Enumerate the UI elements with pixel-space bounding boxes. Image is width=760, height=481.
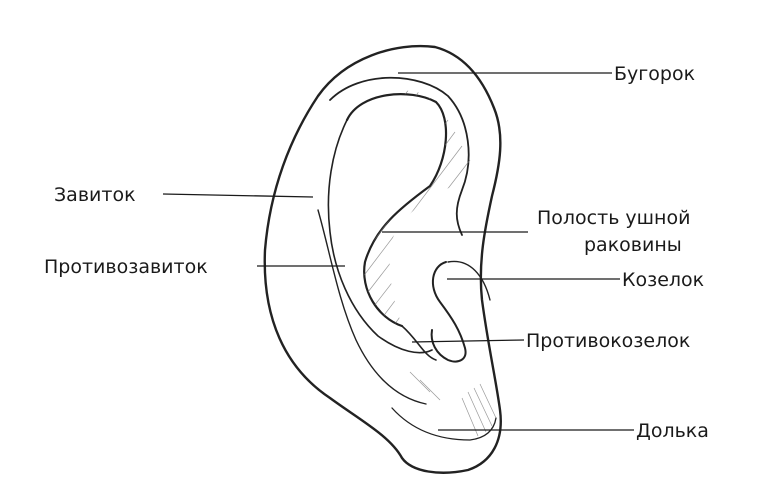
lobule-hatching: [410, 372, 496, 436]
label-concha-line2: раковины: [584, 234, 682, 256]
leader-helix: [163, 194, 313, 197]
label-antihelix: Противозавиток: [44, 256, 208, 278]
concha-hatching: [335, 88, 480, 328]
label-tragus: Козелок: [622, 269, 704, 291]
lobule-inner-outline: [392, 408, 496, 440]
concha-inner-outline: [328, 120, 432, 353]
label-helix: Завиток: [54, 184, 136, 206]
leader-antitragus: [412, 340, 524, 342]
concha-outline: [347, 94, 446, 326]
label-concha-line1: Полость ушной: [537, 207, 690, 229]
label-lobule: Долька: [636, 420, 709, 442]
tragus-edge: [448, 261, 490, 300]
tragus-outline: [432, 262, 466, 362]
ear-outer-outline: [265, 46, 501, 473]
label-antitragus: Противокозелок: [526, 330, 690, 352]
label-tubercle: Бугорок: [614, 63, 695, 85]
antihelix-outline: [318, 210, 426, 404]
